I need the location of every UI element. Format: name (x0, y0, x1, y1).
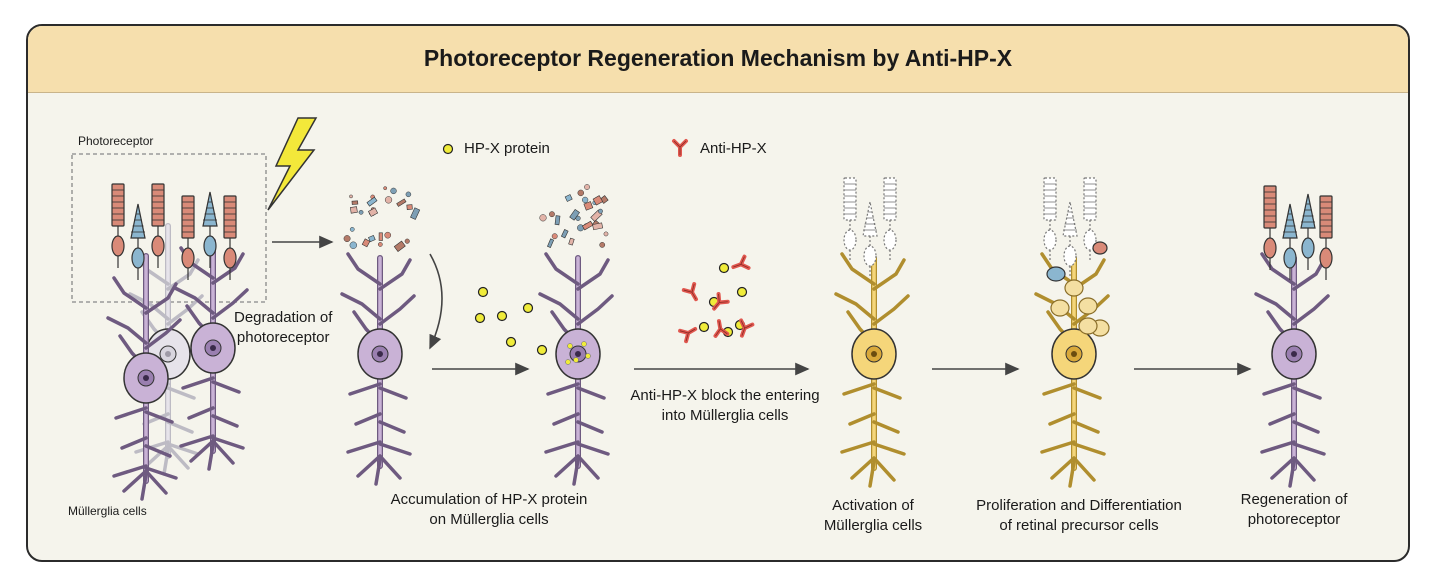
hpx-protein-dot (477, 286, 489, 298)
photoreceptor-label: Photoreceptor (78, 134, 154, 148)
antibody-icon (681, 282, 698, 302)
hpx-protein-dot (581, 341, 587, 347)
legend-hpx-dot (442, 143, 454, 155)
hpx-protein-dot (718, 262, 730, 274)
antibody-icon (712, 292, 730, 311)
hpx-protein-dot (496, 310, 508, 322)
hpx-protein-dot (474, 312, 486, 324)
title-band (28, 26, 1408, 93)
legend-antibody-icon (672, 139, 688, 157)
accumulation-label: Accumulation of HP-X protein on Müllergl… (390, 491, 588, 528)
panel-healthy-retina (71, 117, 318, 501)
degradation-label: Degradation of photoreceptor (234, 309, 333, 346)
diagram-frame: Photoreceptor Regeneration Mechanism by … (26, 24, 1410, 562)
hpx-protein-dot (522, 302, 534, 314)
antibody-icon (731, 254, 751, 270)
hpx-protein-dot (536, 344, 548, 356)
diagram-art (71, 117, 1333, 501)
hpx-protein-dot (505, 336, 517, 348)
hpx-protein-dot (736, 286, 748, 298)
precursor-rod-cell (1092, 241, 1108, 255)
antibody-icon (678, 327, 698, 344)
antibody-icon (713, 319, 730, 338)
antibody-icon (739, 318, 755, 338)
panel-proliferation (1034, 177, 1110, 488)
lightning-icon (267, 117, 318, 211)
hpx-protein-dot (573, 357, 579, 363)
precursor-cell (1064, 279, 1084, 297)
panel-accumulation (538, 184, 614, 486)
photoreceptor-box (71, 153, 267, 303)
legend-antibody-label: Anti-HP-X (700, 140, 767, 157)
legend-hpx-label: HP-X protein (464, 140, 550, 157)
precursor-cell (1078, 317, 1098, 335)
hpx-protein-dot (698, 321, 710, 333)
curved-arrow (429, 253, 443, 350)
hpx-protein-dot (567, 343, 573, 349)
mullerglia-cells-label: Müllerglia cells (68, 504, 147, 518)
precursor-cell (1078, 297, 1098, 315)
proliferation-label: Proliferation and Differentiation of ret… (976, 497, 1182, 534)
precursor-cell (1050, 299, 1070, 317)
panel-degradation (340, 186, 443, 486)
hpx-protein-dot (565, 359, 571, 365)
activation-label: Activation of Müllerglia cells (823, 497, 923, 534)
panel-regeneration (1254, 185, 1333, 488)
page-title: Photoreceptor Regeneration Mechanism by … (423, 45, 1013, 71)
precursor-cone-cell (1046, 266, 1066, 282)
block-label: Anti-HP-X block the entering into Müller… (630, 387, 820, 424)
panel-activation (834, 177, 910, 488)
regeneration-label: Regeneration of photoreceptor (1240, 491, 1348, 528)
hpx-protein-dot (585, 353, 591, 359)
